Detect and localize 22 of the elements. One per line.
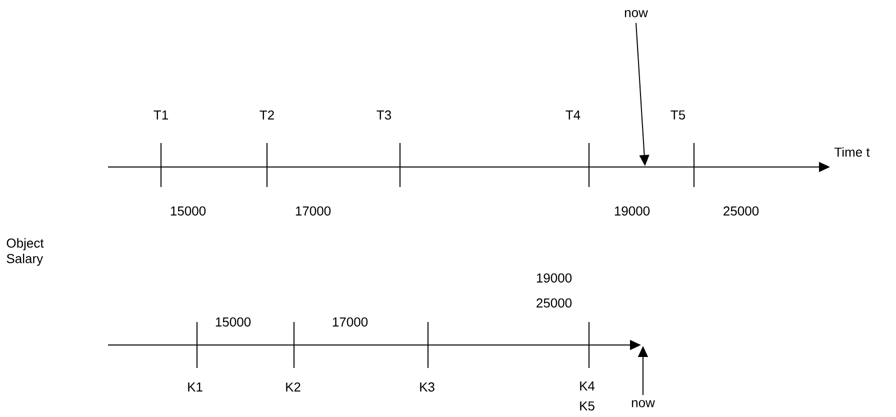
tick-label: T1 — [154, 110, 168, 120]
tick-label: T4 — [566, 110, 580, 120]
tick-label: T2 — [260, 110, 274, 120]
tick-label: T3 — [376, 110, 392, 120]
tick-label: K3 — [420, 382, 434, 392]
tick-label: 15000 — [170, 206, 206, 216]
tick-label: 15000 — [216, 317, 251, 327]
tick-label: T5 — [670, 110, 686, 120]
tick-label: 17000 — [296, 206, 331, 216]
tick-label: K2 — [286, 382, 300, 392]
tick-label: Time t — [834, 147, 870, 157]
tick-label: 19000 — [614, 206, 650, 216]
tick-label: K5 — [580, 401, 594, 411]
now-label: now — [624, 10, 648, 18]
tick-label: K1 — [188, 382, 202, 392]
axis-label: Object Salary — [6, 238, 44, 266]
tick-label: K4 — [580, 382, 595, 390]
tick-label: 17000 — [332, 317, 368, 327]
tick-label: 19000 — [536, 273, 572, 283]
tick-label: 25000 — [536, 298, 572, 308]
tick-label: 25000 — [724, 206, 759, 216]
now-label: now — [632, 400, 655, 408]
